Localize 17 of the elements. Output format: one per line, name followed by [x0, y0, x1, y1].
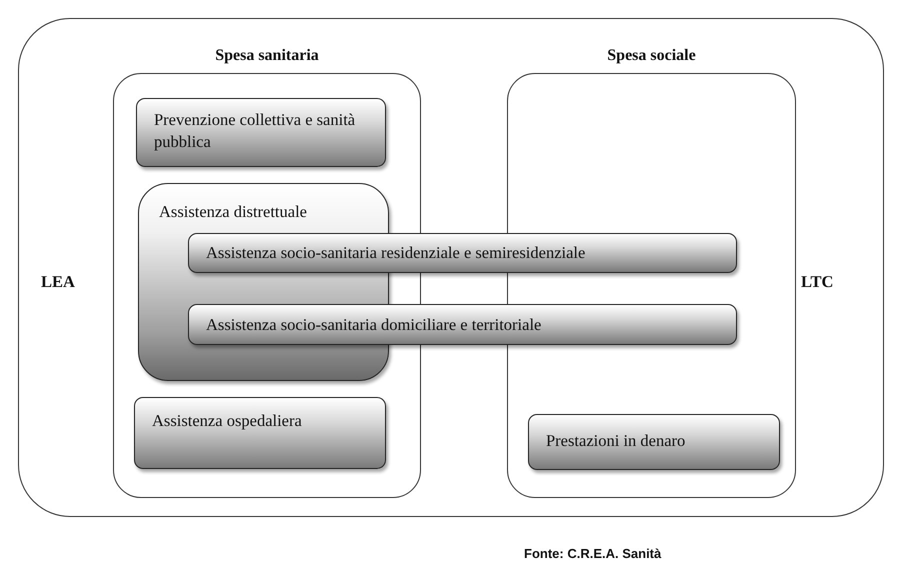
source-note: Fonte: C.R.E.A. Sanità [524, 546, 662, 561]
service-box [188, 304, 737, 345]
service-box [188, 233, 737, 273]
side-label: LEA [41, 271, 75, 293]
panel-heading: Spesa sociale [606, 46, 697, 66]
service-box [136, 98, 386, 167]
box-label: Assistenza socio-sanitaria residenziale e semiresidenziale [206, 242, 586, 264]
box-label: Prestazioni in denaro [546, 430, 686, 452]
outer-panel [18, 18, 884, 517]
box-label: Assistenza ospedaliera [152, 410, 302, 432]
side-label: LTC [801, 271, 834, 293]
box-label: Prevenzione collettiva e sanità pubblica [154, 109, 356, 153]
box-label: Assistenza socio-sanitaria domiciliare e territoriale [206, 314, 542, 336]
panel-heading: Spesa sanitaria [214, 46, 320, 66]
service-box [528, 414, 780, 470]
service-box [134, 397, 386, 469]
box-label: Assistenza distrettuale [159, 201, 308, 223]
